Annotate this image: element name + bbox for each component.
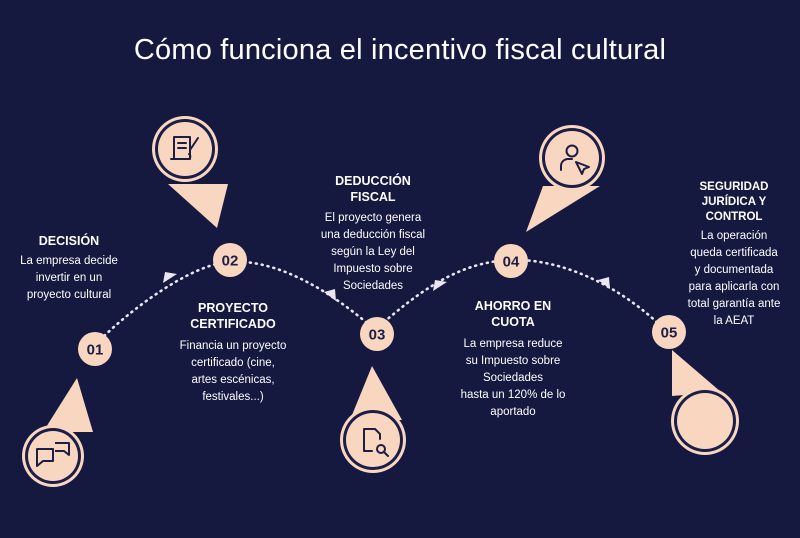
step-1-heading: DECISIÓN [38,234,100,248]
step-4-badge: 04 [494,244,528,278]
step-2-text: PROYECTO CERTIFICADO Financia un proyect… [167,300,299,406]
step-5-pin [671,350,739,455]
step-4-number: 04 [503,254,520,271]
step-1-number: 01 [87,342,104,359]
step-5-number: 05 [661,325,678,342]
step-3-body: El proyecto genera una deducción fiscal … [320,212,426,292]
step-5-body: La operación queda certificada y documen… [687,230,781,327]
arrow-2 [324,289,336,301]
step-2-pin [152,116,228,228]
step-1-text: DECISIÓN La empresa decide invertir en u… [6,233,132,304]
document-search-icon [363,428,389,457]
step-2-body: Financia un proyecto certificado (cine, … [179,340,287,403]
step-3-badge: 03 [360,317,394,351]
scroll-quill-icon [170,136,199,160]
step-2-badge: 02 [213,243,247,277]
arrow-4 [598,277,610,289]
chat-bubbles-icon [36,442,70,467]
step-3-text: DEDUCCIÓN FISCAL El proyecto genera una … [306,173,440,295]
step-3-number: 03 [369,327,386,344]
step-1-body: La empresa decide invertir en un proyect… [20,255,118,301]
step-4-body: La empresa reduce su Impuesto sobre Soci… [460,338,566,418]
step-1-pin [22,378,93,487]
step-4-pin [526,125,605,232]
user-cursor-icon [560,144,590,175]
step-3-heading: DEDUCCIÓN FISCAL [335,174,411,204]
arrow-1 [163,272,177,283]
step-4-text: AHORRO EN CUOTA La empresa reduce su Imp… [447,298,579,421]
step-4-heading: AHORRO EN CUOTA [474,299,552,329]
step-5-badge: 05 [652,315,686,349]
step-2-heading: PROYECTO CERTIFICADO [190,301,276,331]
step-3-pin [340,366,406,473]
step-5-text: SEGURIDAD JURÍDICA Y CONTROL La operació… [670,180,798,330]
page-title: Cómo funciona el incentivo fiscal cultur… [133,34,667,66]
arrow-3 [433,280,447,291]
step-1-badge: 01 [78,332,112,366]
step-2-number: 02 [222,253,239,270]
step-5-heading: SEGURIDAD JURÍDICA Y CONTROL [699,181,769,223]
